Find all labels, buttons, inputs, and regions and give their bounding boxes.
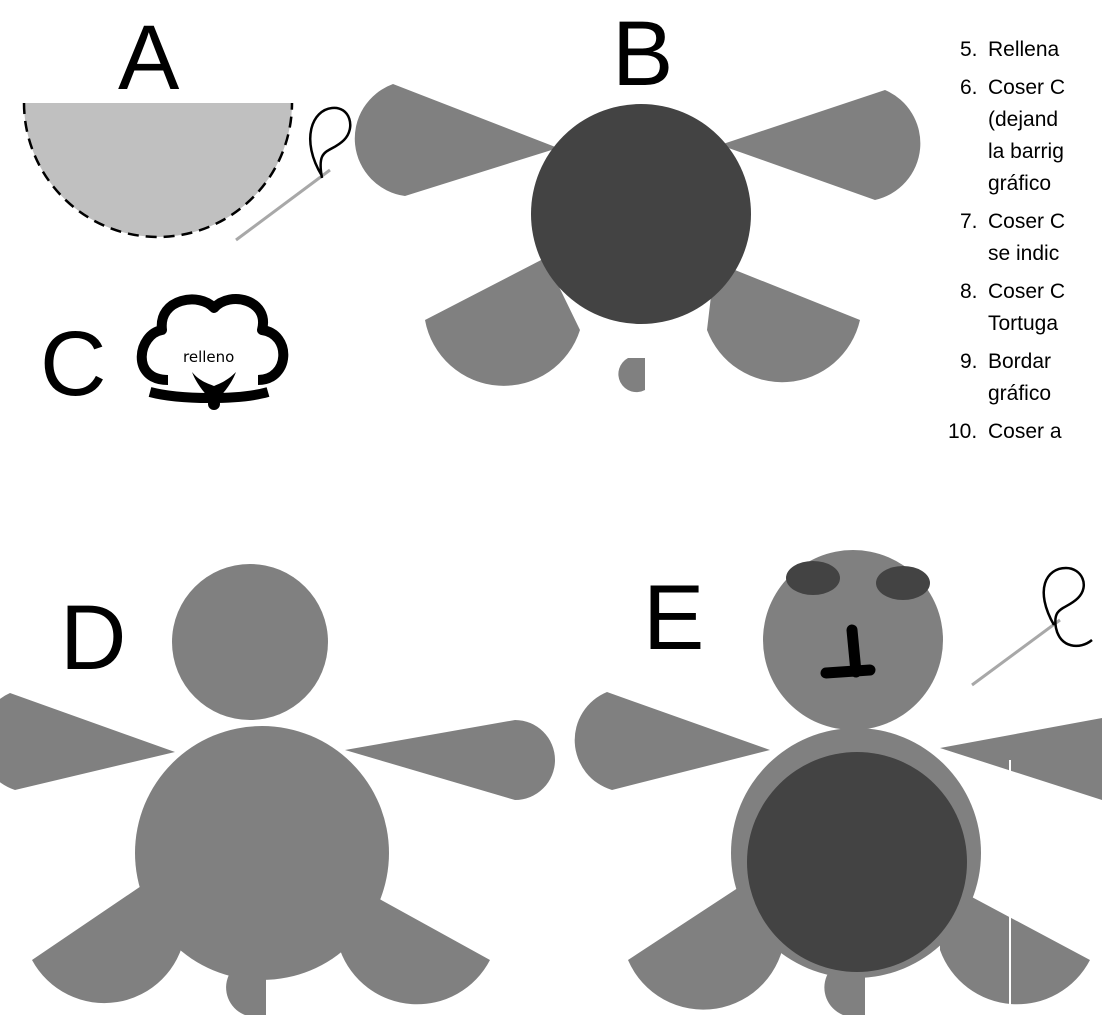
eye-left [786, 561, 840, 595]
step-text: Coser a [988, 416, 1065, 448]
step-number: 5. [960, 34, 978, 66]
step-number: 10. [948, 416, 977, 448]
step-text: Coser C [988, 276, 1065, 308]
step-text: Rellena [988, 34, 1065, 66]
step-number: 8. [960, 276, 978, 308]
step-text: (dejand [988, 104, 1065, 136]
step-text: la barrig [988, 136, 1065, 168]
cotton-boll-icon: relleno [142, 299, 284, 410]
panel-label-b: B [612, 8, 673, 100]
panel-label-e: E [643, 572, 704, 664]
step-text: gráfico [988, 168, 1065, 200]
step-number: 7. [960, 206, 978, 238]
step-6: 6. Coser C (dejand la barrig gráfico [960, 72, 1065, 200]
step-number: 9. [960, 346, 978, 378]
panel-a-half-circle [24, 103, 292, 237]
needle-icon [972, 568, 1092, 685]
step-5: 5. Rellena [960, 34, 1065, 66]
step-8: 8. Coser C Tortuga [960, 276, 1065, 340]
step-text: se indic [988, 238, 1065, 270]
belly-dark [747, 752, 967, 972]
eye-right [876, 566, 930, 600]
step-10: 10. Coser a [960, 416, 1065, 448]
shell-dark [531, 104, 751, 324]
instruction-steps: 5. Rellena 6. Coser C (dejand la barrig … [960, 34, 1065, 454]
step-number: 6. [960, 72, 978, 104]
step-text: Coser C [988, 206, 1065, 238]
panel-label-d: D [60, 592, 126, 684]
step-text: gráfico [988, 378, 1065, 410]
stuffing-label: relleno [183, 348, 234, 366]
step-7: 7. Coser C se indic [960, 206, 1065, 270]
panel-label-a: A [118, 12, 179, 104]
panel-label-c: C [40, 318, 106, 410]
step-text: Tortuga [988, 308, 1065, 340]
step-text: Coser C [988, 72, 1065, 104]
step-9: 9. Bordar gráfico [960, 346, 1065, 410]
step-text: Bordar [988, 346, 1065, 378]
